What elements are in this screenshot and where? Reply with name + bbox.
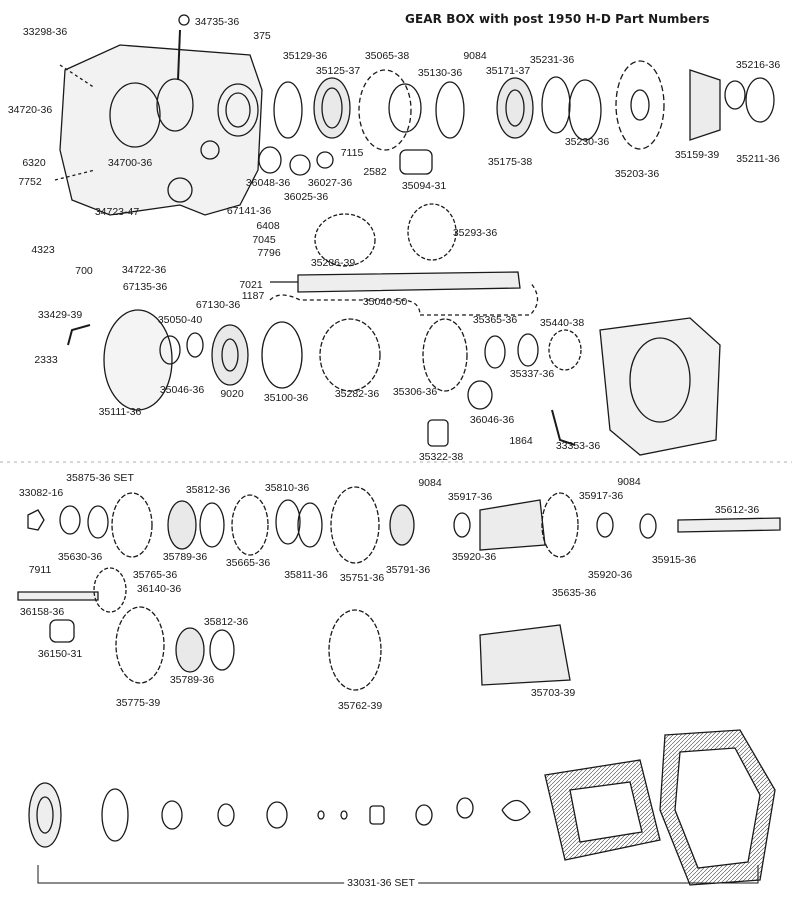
part-number-label: 35875-36 SET bbox=[66, 471, 134, 484]
part-number-label: 35231-36 bbox=[529, 53, 575, 66]
part-number-label: 35125-37 bbox=[315, 64, 361, 77]
part-number-label: 7021 bbox=[239, 278, 263, 291]
part-number-label: 6408 bbox=[256, 219, 280, 232]
part-number-label: 35612-36 bbox=[714, 503, 760, 516]
gasket-set-drawing bbox=[28, 729, 776, 886]
part-number-label: 9084 bbox=[463, 49, 487, 62]
part-number-label: 35282-36 bbox=[334, 387, 380, 400]
part-number-label: 35129-36 bbox=[282, 49, 328, 62]
part-number-label: 35337-36 bbox=[509, 367, 555, 380]
part-number-label: 2333 bbox=[34, 353, 58, 366]
part-number-label: 35203-36 bbox=[614, 167, 660, 180]
part-number-label: 36046-36 bbox=[469, 413, 515, 426]
part-number-label: 36027-36 bbox=[307, 176, 353, 189]
part-number-label: 35293-36 bbox=[452, 226, 498, 239]
part-number-label: 33429-39 bbox=[37, 308, 83, 321]
part-number-label: 7752 bbox=[18, 175, 42, 188]
part-number-label: 35175-38 bbox=[487, 155, 533, 168]
gearbox-case-drawing bbox=[54, 14, 263, 216]
part-number-label: 35920-36 bbox=[451, 550, 497, 563]
part-number-label: 35751-36 bbox=[339, 571, 385, 584]
part-number-label: 35322-38 bbox=[418, 450, 464, 463]
part-number-label: 35920-36 bbox=[587, 568, 633, 581]
part-number-label: 34700-36 bbox=[107, 156, 153, 169]
part-number-label: 35216-36 bbox=[735, 58, 781, 71]
part-number-label: 36150-31 bbox=[37, 647, 83, 660]
top-row-parts-drawing bbox=[258, 60, 775, 176]
part-number-label: 35630-36 bbox=[57, 550, 103, 563]
part-number-label: 7911 bbox=[28, 563, 52, 576]
part-number-label: 36158-36 bbox=[19, 605, 65, 618]
part-number-label: 35159-39 bbox=[674, 148, 720, 161]
part-number-label: 35915-36 bbox=[651, 553, 697, 566]
part-number-label: 35810-36 bbox=[264, 481, 310, 494]
part-number-label: 35811-36 bbox=[284, 568, 328, 581]
part-number-label: 35789-36 bbox=[162, 550, 208, 563]
part-number-label: 35440-38 bbox=[539, 316, 585, 329]
part-number-label: 9084 bbox=[617, 475, 641, 488]
part-number-label: 2582 bbox=[363, 165, 387, 178]
part-number-label: 67141-36 bbox=[226, 204, 272, 217]
part-number-label: 33353-36 bbox=[555, 439, 601, 452]
part-number-label: 33031-36 SET bbox=[344, 878, 418, 889]
part-number-label: 35230-36 bbox=[564, 135, 610, 148]
part-number-label: 35812-36 bbox=[203, 615, 249, 628]
part-number-label: 33298-36 bbox=[22, 25, 68, 38]
part-number-label: 700 bbox=[75, 264, 93, 277]
part-number-label: 35211-36 bbox=[736, 152, 780, 165]
part-number-label: 36140-36 bbox=[136, 582, 182, 595]
part-number-label: 9020 bbox=[220, 387, 244, 400]
part-number-label: 1187 bbox=[241, 289, 265, 302]
part-number-label: 7796 bbox=[257, 246, 281, 259]
part-number-label: 36025-36 bbox=[283, 190, 329, 203]
part-number-label: 34735-36 bbox=[194, 15, 240, 28]
part-number-label: 7045 bbox=[252, 233, 276, 246]
mainshaft-drawing bbox=[269, 203, 539, 316]
part-number-label: 34720-36 bbox=[7, 103, 53, 116]
part-number-label: 35111-36 bbox=[98, 405, 142, 418]
part-number-label: 35789-36 bbox=[169, 673, 215, 686]
part-number-label: 35046-36 bbox=[159, 383, 205, 396]
part-number-label: 34722-36 bbox=[121, 263, 167, 276]
part-number-label: 35130-36 bbox=[417, 66, 463, 79]
part-number-label: 67135-36 bbox=[122, 280, 168, 293]
part-number-label: 35762-39 bbox=[337, 699, 383, 712]
part-number-label: 35100-36 bbox=[263, 391, 309, 404]
part-number-label: 35306-36 bbox=[392, 385, 438, 398]
part-number-label: 67130-36 bbox=[195, 298, 241, 311]
part-number-label: 375 bbox=[253, 29, 271, 42]
part-number-label: 35171-37 bbox=[485, 64, 531, 77]
part-number-label: 35286-39 bbox=[310, 256, 356, 269]
part-number-label: 4323 bbox=[31, 243, 55, 256]
part-number-label: 35065-38 bbox=[364, 49, 410, 62]
part-number-label: 33082-16 bbox=[18, 486, 64, 499]
part-number-label: 35040-50 bbox=[362, 295, 408, 308]
part-number-label: 35665-36 bbox=[225, 556, 271, 569]
part-number-label: 7115 bbox=[340, 146, 364, 159]
middle-row-parts-drawing bbox=[67, 309, 721, 456]
part-number-label: 35365-36 bbox=[472, 313, 518, 326]
part-number-label: 35050-40 bbox=[157, 313, 203, 326]
part-number-label: 35775-39 bbox=[115, 696, 161, 709]
part-number-label: 9084 bbox=[418, 476, 442, 489]
part-number-label: 35812-36 bbox=[185, 483, 231, 496]
part-number-label: 34723-47 bbox=[94, 205, 140, 218]
part-number-label: 35765-36 bbox=[132, 568, 178, 581]
part-number-label: 35635-36 bbox=[551, 586, 597, 599]
part-number-label: 35094-31 bbox=[401, 179, 447, 192]
countershaft-parts-drawing bbox=[17, 486, 781, 691]
part-number-label: 6320 bbox=[22, 156, 46, 169]
diagram-title: GEAR BOX with post 1950 H-D Part Numbers bbox=[405, 12, 710, 26]
part-number-label: 35917-36 bbox=[447, 490, 493, 503]
part-number-label: 35703-39 bbox=[530, 686, 576, 699]
part-number-label: 1864 bbox=[509, 434, 533, 447]
part-number-label: 36048-36 bbox=[245, 176, 291, 189]
part-number-label: 35791-36 bbox=[385, 563, 431, 576]
part-number-label: 35917-36 bbox=[578, 489, 624, 502]
